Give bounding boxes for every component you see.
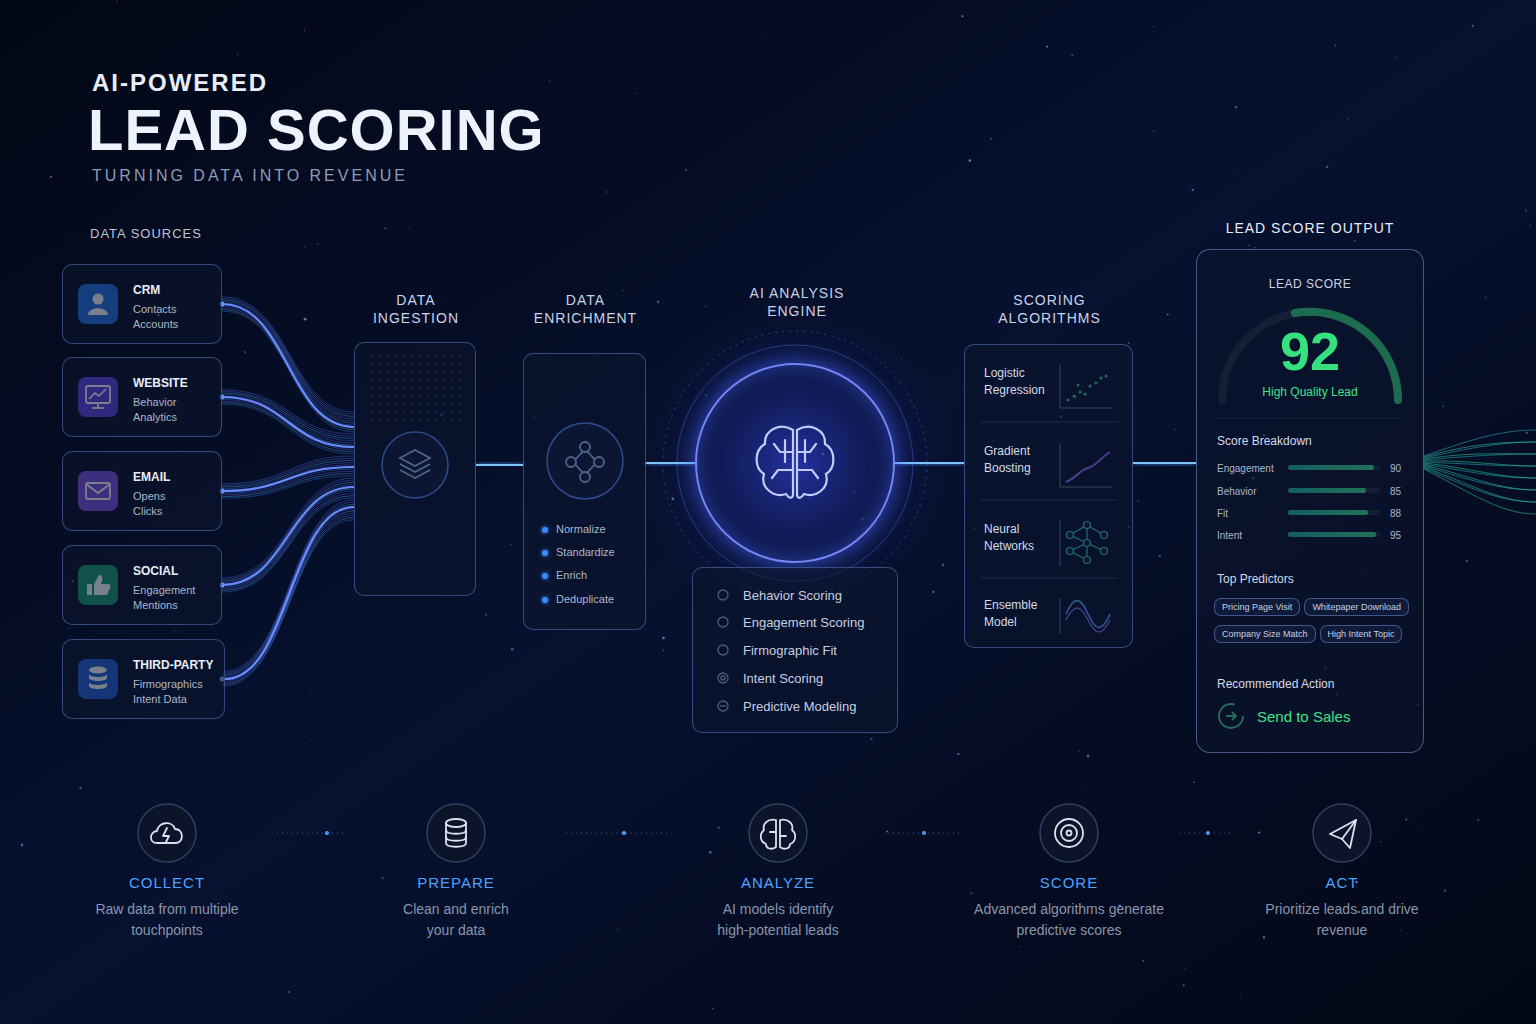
predictor-pill: Whitepaper Download <box>1304 598 1409 616</box>
connector <box>895 462 964 464</box>
node-text: Fit <box>1217 508 1228 521</box>
node-text: Firmographic Fit <box>743 643 837 659</box>
connector <box>222 487 354 585</box>
node-text: High Intent Topic <box>1328 629 1395 639</box>
connector <box>222 304 354 427</box>
stage-box: DATA ENRICHMENTNormalizeStandardizeEnric… <box>523 353 646 630</box>
predictor-pill: High Intent Topic <box>1320 625 1403 643</box>
node-text: Gradient Boosting <box>984 443 1064 477</box>
node-text: Engagement <box>1217 463 1274 476</box>
node-text: Engagement Mentions <box>133 583 211 613</box>
node-text: 88 <box>1390 508 1401 521</box>
output-panel: LEAD SCORE OUTPUTLEAD SCORE92High Qualit… <box>1196 249 1424 753</box>
algorithm-row: Logistic Regression <box>965 345 1132 423</box>
node-text: WEBSITE <box>133 376 188 391</box>
node-text: Top Predictors <box>1217 572 1294 587</box>
node-text: SCORING ALGORITHMS <box>985 291 1115 327</box>
connector <box>888 832 959 833</box>
connector <box>222 397 354 447</box>
node-text: Contacts Accounts <box>133 302 195 332</box>
node-text: Behavior Analytics <box>133 395 195 425</box>
node-text: CRM <box>133 283 160 298</box>
node-text: Score Breakdown <box>1217 434 1312 449</box>
step: COLLECT Raw data from multiple touchpoint… <box>57 804 277 944</box>
step: SCORE Advanced algorithms generate predic… <box>959 804 1179 944</box>
node-text: Advanced algorithms generate predictive … <box>967 899 1172 941</box>
node-text: Normalize <box>556 523 606 537</box>
node-text: Behavior Scoring <box>743 588 842 604</box>
node-text: DATA ENRICHMENT <box>528 291 643 327</box>
label: DATA SOURCES <box>90 226 202 242</box>
node-text: High Quality Lead <box>1197 385 1423 400</box>
connector <box>1133 462 1196 464</box>
node-text: Ensemble Model <box>984 597 1064 631</box>
label: TURNING DATA INTO REVENUE <box>92 166 408 186</box>
node-text: Logistic Regression <box>984 365 1064 399</box>
algorithm-row: Neural Networks <box>965 501 1132 579</box>
node-text: ACT <box>1232 874 1452 893</box>
node-text: Clean and enrich your data <box>394 899 519 941</box>
engine-list: Behavior ScoringEngagement ScoringFirmog… <box>692 567 898 733</box>
source-box: THIRD-PARTY Firmographics Intent Data <box>62 639 225 719</box>
connector <box>277 832 346 833</box>
node-text: AI models identify high-potential leads <box>708 899 848 941</box>
node-text: 92 <box>1197 324 1423 378</box>
stage-box: DATA INGESTION <box>354 342 476 596</box>
node-text: EMAIL <box>133 470 170 485</box>
node-text: Predictive Modeling <box>743 699 856 715</box>
node-text: Raw data from multiple touchpoints <box>82 899 252 941</box>
algorithm-row: Ensemble Model <box>965 579 1132 647</box>
node-text: DATA INGESTION <box>359 291 474 327</box>
node-text: SOCIAL <box>133 564 178 579</box>
step: PREPARE Clean and enrich your data <box>346 804 566 944</box>
title: LEAD SCORING <box>88 94 545 167</box>
node-text: SCORE <box>959 874 1179 893</box>
node-text: 90 <box>1390 463 1401 476</box>
node-text: PREPARE <box>346 874 566 893</box>
node-text: AI ANALYSIS ENGINE <box>732 284 862 320</box>
node-text: Intent <box>1217 530 1242 543</box>
node-text: LEAD SCORE <box>1197 277 1423 292</box>
node-text: Deduplicate <box>556 593 614 607</box>
step: ACT Prioritize leads and drive revenue <box>1232 804 1452 944</box>
connector <box>646 462 695 464</box>
predictor-pill: Company Size Match <box>1214 625 1316 643</box>
node-text: 85 <box>1390 486 1401 499</box>
label: AI-POWERED <box>92 68 268 98</box>
step: ANALYZE AI models identify high-potential… <box>668 804 888 944</box>
node-text: Intent Scoring <box>743 671 823 687</box>
node-text: THIRD-PARTY <box>133 658 213 673</box>
source-box: WEBSITE Behavior Analytics <box>62 357 222 437</box>
algorithm-panel: SCORING ALGORITHMSLogistic RegressionGra… <box>964 344 1133 648</box>
node-text: Neural Networks <box>984 521 1064 555</box>
node-text: Send to Sales <box>1257 708 1350 727</box>
node-text: Firmographics Intent Data <box>133 677 215 707</box>
source-box: SOCIAL Engagement Mentions <box>62 545 222 625</box>
node-text: Whitepaper Download <box>1312 602 1401 612</box>
node-text: Prioritize leads and drive revenue <box>1253 899 1431 941</box>
node-text: COLLECT <box>57 874 277 893</box>
predictor-pill: Pricing Page Visit <box>1214 598 1300 616</box>
node-text: Standardize <box>556 546 615 560</box>
node-text: 95 <box>1390 530 1401 543</box>
source-box: CRM Contacts Accounts <box>62 264 222 344</box>
connector <box>476 464 523 466</box>
node-text: LEAD SCORE OUTPUT <box>1197 220 1423 238</box>
node-text: ANALYZE <box>668 874 888 893</box>
connector <box>1179 832 1232 833</box>
node-text: Recommended Action <box>1217 677 1334 692</box>
node-text: Opens Clicks <box>133 489 173 519</box>
node-text: Engagement Scoring <box>743 615 864 631</box>
engine-circle: AI ANALYSIS ENGINE <box>695 363 895 563</box>
connector <box>222 467 354 491</box>
node-text: Pricing Page Visit <box>1222 602 1292 612</box>
connector <box>225 507 354 679</box>
node-text: Company Size Match <box>1222 629 1308 639</box>
node-text: Enrich <box>556 569 587 583</box>
connector <box>566 832 668 833</box>
algorithm-row: Gradient Boosting <box>965 423 1132 501</box>
node-text: Behavior <box>1217 486 1256 499</box>
source-box: EMAIL Opens Clicks <box>62 451 222 531</box>
